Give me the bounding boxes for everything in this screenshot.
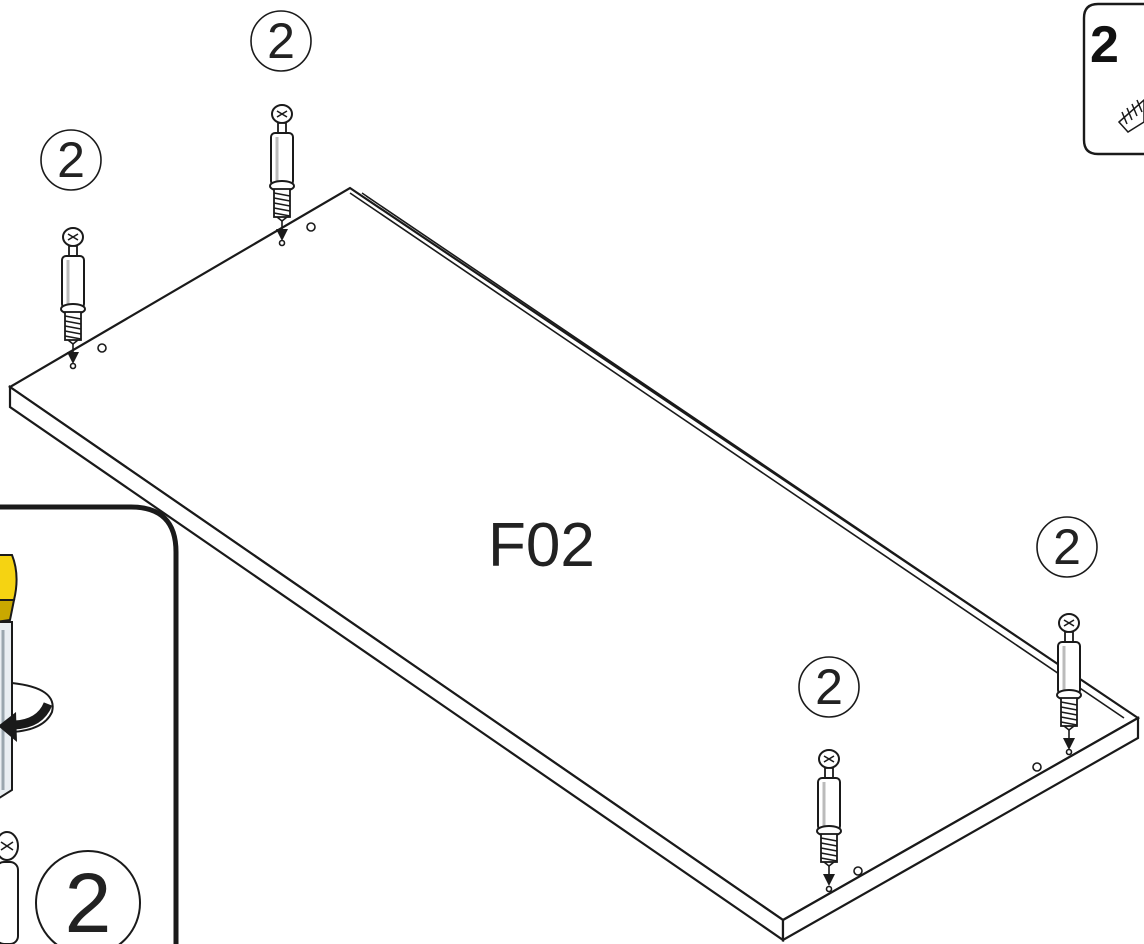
parts-quantity: 2 [1090,16,1119,74]
parts-box: 2 [1082,2,1144,156]
callout-number: 2 [57,132,85,188]
panel-label: F02 [488,511,595,580]
panel-f02 [7,186,1141,943]
cam-bolt-1 [59,226,87,366]
screw-icon [1117,99,1144,133]
rotate-arrow-icon [0,682,54,742]
cam-bolt-2 [268,103,296,243]
callout-number: 2 [1053,519,1081,575]
callout-number: 2 [815,659,843,715]
callout-2: 2 [250,10,312,72]
callout-number: 2 [267,13,295,69]
detail-box: 2 [0,504,179,944]
callout-3: 2 [798,656,860,718]
callout-4: 2 [1036,516,1098,578]
screwdriver-icon [0,554,18,799]
callout-1: 2 [40,129,102,191]
detail-bolt-icon [0,831,19,944]
detail-number: 2 [65,856,112,944]
